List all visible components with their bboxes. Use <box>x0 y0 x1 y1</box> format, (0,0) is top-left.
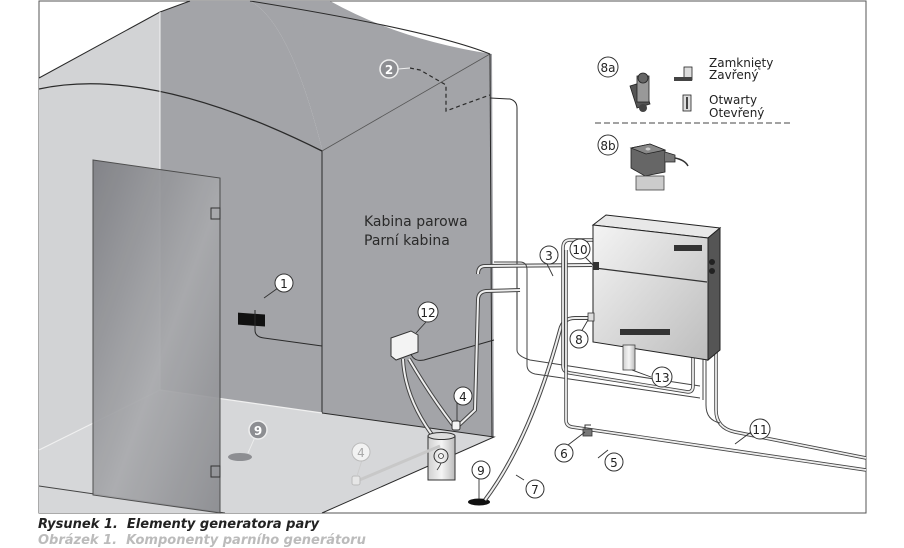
svg-text:2: 2 <box>385 63 393 77</box>
svg-text:7: 7 <box>531 483 539 497</box>
callout-4-faded: 4 <box>351 442 371 462</box>
sensor-cable-dashed <box>409 67 491 112</box>
svg-text:11: 11 <box>752 423 767 437</box>
junction-cable <box>410 339 495 361</box>
shutoff-valve <box>582 428 593 437</box>
callout-1: 1 <box>274 273 294 293</box>
valve-closed-label-pl: Zamknięty <box>709 56 773 70</box>
callout-2: 2 <box>379 59 399 79</box>
svg-text:5: 5 <box>610 456 618 470</box>
roof-ridge-line <box>321 53 491 152</box>
cable-run-a <box>494 261 701 399</box>
callout-11: 11 <box>749 418 771 440</box>
roof-edge-top <box>159 0 191 13</box>
valve-open-label-pl: Otwarty <box>709 93 757 107</box>
floor-drain <box>228 453 252 461</box>
callout-8b: 8b <box>597 134 619 156</box>
manual-valve-8a <box>629 72 651 112</box>
valve-open-label-cz: Otevřený <box>709 106 764 120</box>
floor-edge-right <box>321 412 496 514</box>
steam-generator <box>587 214 722 371</box>
callout-5: 5 <box>604 452 624 472</box>
drain-cylinder <box>622 344 636 371</box>
svg-text:9: 9 <box>477 464 485 478</box>
svg-text:4: 4 <box>459 390 467 404</box>
control-panel-cable <box>254 310 323 347</box>
callout-9-inside: 9 <box>248 420 268 440</box>
callout-12: 12 <box>417 301 439 323</box>
callout-4: 4 <box>453 386 473 406</box>
valve-closed-icon <box>674 66 693 81</box>
glass-door <box>92 159 221 514</box>
callout-7: 7 <box>525 479 545 499</box>
valve-open-icon <box>682 94 692 112</box>
leader-lines <box>247 67 752 499</box>
roof-arch-line <box>38 83 323 152</box>
svg-text:12: 12 <box>420 306 435 320</box>
junction-box <box>390 330 419 361</box>
callout-3: 3 <box>539 245 559 265</box>
svg-text:4: 4 <box>357 446 365 460</box>
sensor-cable <box>489 97 518 320</box>
svg-text:8: 8 <box>575 333 583 347</box>
callout-10: 10 <box>569 238 591 260</box>
generator-logo <box>674 245 702 251</box>
steam-nozzle <box>451 420 461 431</box>
solenoid-valve-8b <box>629 143 689 191</box>
valve-closed-label-cz: Zavřený <box>709 68 758 82</box>
cabin-right-wall <box>300 1 494 513</box>
steam-pipe-faded <box>356 444 441 483</box>
control-panel <box>238 312 265 327</box>
steam-nozzle-faded <box>351 475 361 486</box>
cabin-right-edge <box>489 53 493 438</box>
roof-edge-left <box>38 11 161 79</box>
cabin-label-cz: Parní kabina <box>364 233 450 249</box>
callout-13: 13 <box>651 366 673 388</box>
svg-text:10: 10 <box>572 243 587 257</box>
svg-text:13: 13 <box>654 371 669 385</box>
callout-8: 8 <box>569 329 589 349</box>
door-hinge-bottom <box>210 465 221 478</box>
callout-8a: 8a <box>597 56 619 78</box>
water-inlet-connector <box>587 312 595 322</box>
svg-text:1: 1 <box>280 277 288 291</box>
outside-drain <box>468 498 490 506</box>
svg-text:8b: 8b <box>600 139 615 153</box>
svg-text:6: 6 <box>560 447 568 461</box>
svg-text:3: 3 <box>545 249 553 263</box>
svg-text:8a: 8a <box>601 61 616 75</box>
figure-caption-secondary: Obrázek 1. Komponenty parního generátoru <box>38 533 366 548</box>
sensor-cable-run <box>516 320 701 387</box>
safety-valve <box>593 262 599 270</box>
svg-text:9: 9 <box>254 424 262 438</box>
cabin-label-pl: Kabina parowa <box>364 214 468 230</box>
figure-caption: Rysunek 1. Elementy generatora pary <box>38 517 320 532</box>
door-hinge-top <box>210 207 221 220</box>
aroma-container <box>427 432 456 481</box>
callout-9-outside: 9 <box>471 460 491 480</box>
roof-top-curve <box>249 0 491 55</box>
generator-vent <box>620 329 670 335</box>
callout-6: 6 <box>554 443 574 463</box>
